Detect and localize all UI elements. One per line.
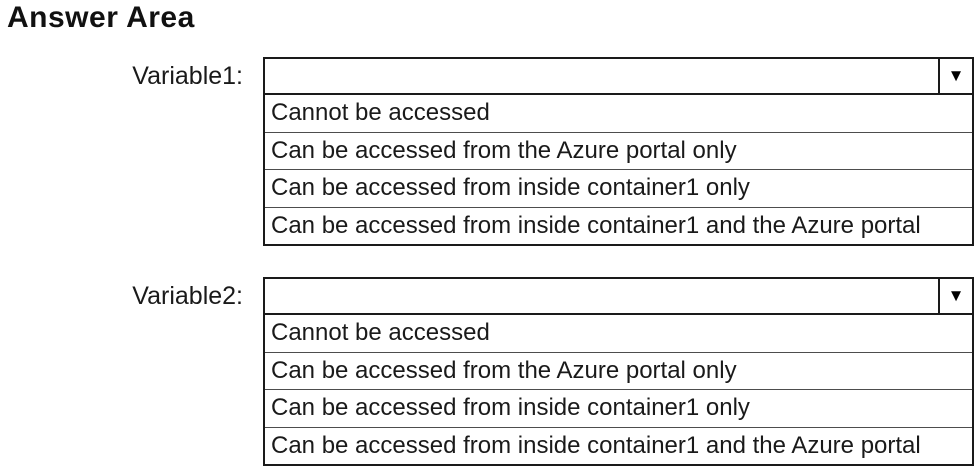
variable1-selected-value (265, 59, 938, 93)
variable2-label: Variable2: (132, 282, 243, 310)
page-title: Answer Area (7, 1, 195, 34)
variable1-label: Variable1: (132, 62, 243, 90)
chevron-down-icon[interactable]: ▼ (938, 59, 972, 93)
dropdown-option[interactable]: Can be accessed from inside container1 o… (265, 169, 972, 207)
dropdown-option[interactable]: Can be accessed from inside container1 a… (265, 206, 972, 244)
dropdown-option[interactable]: Can be accessed from the Azure portal on… (265, 131, 972, 169)
dropdown-option[interactable]: Can be accessed from the Azure portal on… (265, 351, 972, 389)
variable2-dropdown[interactable]: ▼ (263, 277, 974, 315)
variable2-selected-value (265, 279, 938, 313)
variable1-options-list: Cannot be accessed Can be accessed from … (263, 95, 974, 246)
variable2-options-list: Cannot be accessed Can be accessed from … (263, 315, 974, 466)
dropdown-option[interactable]: Cannot be accessed (265, 95, 972, 132)
dropdown-option[interactable]: Cannot be accessed (265, 315, 972, 352)
dropdown-option[interactable]: Can be accessed from inside container1 a… (265, 426, 972, 464)
dropdown-option[interactable]: Can be accessed from inside container1 o… (265, 389, 972, 427)
chevron-down-icon[interactable]: ▼ (938, 279, 972, 313)
variable1-dropdown[interactable]: ▼ (263, 57, 974, 95)
